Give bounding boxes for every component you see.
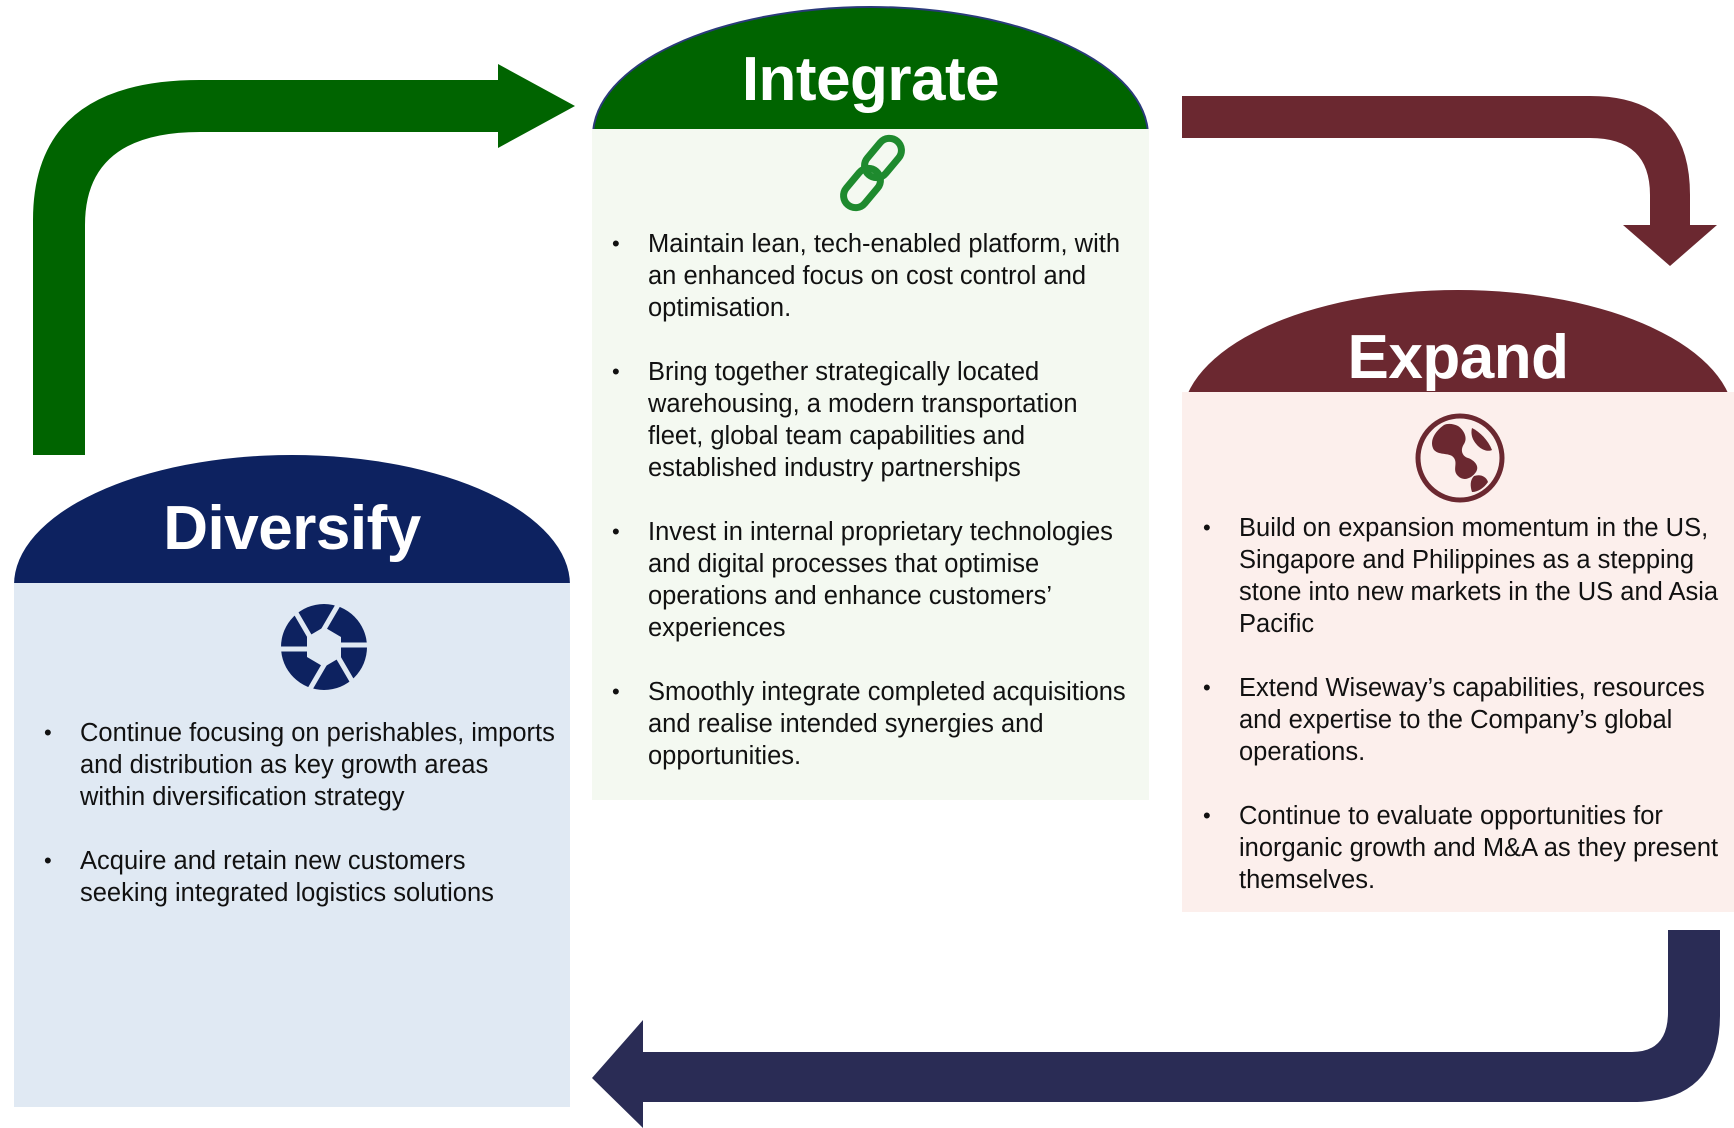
expand-panel: Expand Build on expansion momentum in th… [1182,290,1734,912]
expand-bullet: Extend Wiseway’s capabilities, resources… [1203,672,1723,768]
arrow-diversify-to-integrate [33,64,575,455]
integrate-bullet: Invest in internal proprietary technolog… [612,516,1132,644]
diversify-panel: Diversify Continue focusing on perishabl… [14,455,570,1107]
diversify-bullets: Continue focusing on perishables, import… [44,717,560,941]
arrow-expand-to-diversify [592,930,1720,1128]
diversify-bullet: Acquire and retain new customers seeking… [44,845,560,909]
integrate-bullet: Maintain lean, tech-enabled platform, wi… [612,228,1132,324]
diversify-title: Diversify [163,494,421,563]
integrate-title: Integrate [741,45,1000,114]
aperture-icon [281,603,367,691]
integrate-bullets: Maintain lean, tech-enabled platform, wi… [612,228,1132,804]
arrow-integrate-to-expand [1182,96,1717,266]
globe-icon [1415,413,1505,503]
diversify-bullet: Continue focusing on perishables, import… [44,717,560,813]
integrate-bullet: Bring together strategically located war… [612,356,1132,484]
integrate-panel: Integrate Maintain lean, tech-enabled pl… [592,6,1149,800]
expand-bullets: Build on expansion momentum in the US, S… [1203,512,1723,928]
expand-bullet: Build on expansion momentum in the US, S… [1203,512,1723,640]
expand-bullet: Continue to evaluate opportunities for i… [1203,800,1723,896]
integrate-bullet: Smoothly integrate completed acquisition… [612,676,1132,772]
expand-title: Expand [1347,323,1569,392]
chain-link-icon [840,134,905,212]
